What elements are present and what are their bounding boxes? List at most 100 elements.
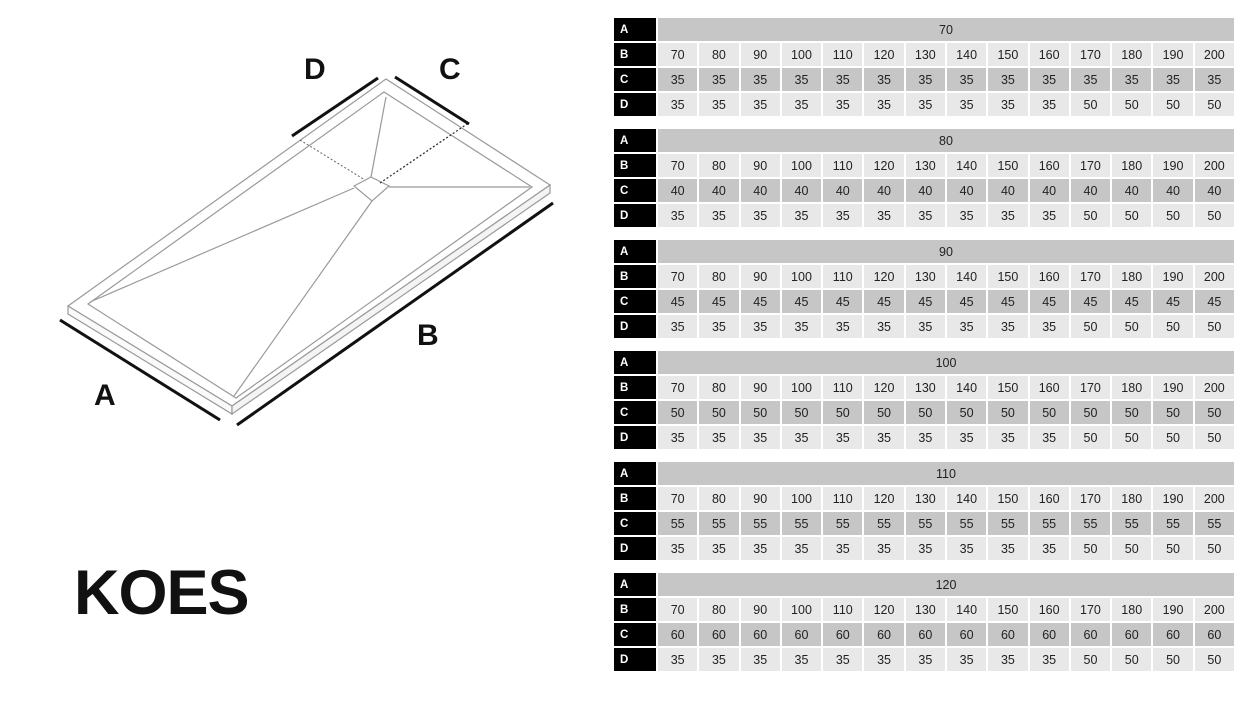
dimension-label-c: C: [439, 53, 461, 86]
row-label-a: A: [614, 573, 656, 598]
table-cell-d: 50: [1194, 537, 1234, 562]
table-cell-c: 35: [946, 68, 987, 93]
table-cell-b: 90: [740, 154, 780, 179]
table-cell-c: 35: [740, 68, 780, 93]
table-cell-d: 35: [699, 93, 739, 118]
table-cell-c: 35: [1194, 68, 1234, 93]
table-cell-b: 80: [699, 43, 739, 68]
table-cell-d: 50: [1153, 426, 1193, 451]
width-a-value: 70: [658, 18, 1234, 43]
table-cell-b: 180: [1112, 154, 1152, 179]
table-cell-c: 45: [905, 290, 945, 315]
table-cell-c: 55: [781, 512, 822, 537]
table-cell-c: 60: [781, 623, 822, 648]
table-cell-b: 190: [1153, 154, 1193, 179]
table-cell-d: 35: [740, 426, 780, 451]
table-cell-c: 50: [699, 401, 739, 426]
row-label-a: A: [614, 18, 656, 43]
table-cell-d: 50: [1153, 93, 1193, 118]
table-cell-b: 170: [1070, 487, 1111, 512]
table-cell-d: 35: [658, 648, 698, 673]
table-cell-d: 50: [1194, 204, 1234, 229]
table-cell-c: 45: [946, 290, 987, 315]
table-cell-c: 50: [1029, 401, 1069, 426]
table-cell-c: 60: [1194, 623, 1234, 648]
table-cell-b: 110: [823, 376, 863, 401]
table-cell-d: 50: [1153, 537, 1193, 562]
table-cell-c: 35: [864, 68, 904, 93]
table-cell-b: 120: [864, 487, 904, 512]
table-cell-d: 50: [1153, 648, 1193, 673]
table-cell-b: 70: [658, 43, 698, 68]
table-cell-d: 35: [740, 93, 780, 118]
table-cell-d: 35: [946, 93, 987, 118]
table-cell-b: 80: [699, 376, 739, 401]
table-cell-b: 70: [658, 487, 698, 512]
table-cell-b: 190: [1153, 376, 1193, 401]
table-cell-c: 55: [1194, 512, 1234, 537]
table-cell-d: 35: [823, 315, 863, 340]
table-cell-b: 80: [699, 154, 739, 179]
table-cell-b: 80: [699, 265, 739, 290]
row-label-d: D: [614, 426, 656, 451]
table-cell-b: 200: [1194, 43, 1234, 68]
table-cell-d: 50: [1070, 426, 1111, 451]
table-cell-d: 50: [1194, 93, 1234, 118]
table-cell-b: 160: [1029, 154, 1069, 179]
table-cell-d: 35: [823, 204, 863, 229]
table-cell-c: 60: [823, 623, 863, 648]
table-cell-b: 160: [1029, 487, 1069, 512]
table-cell-c: 55: [699, 512, 739, 537]
table-cell-b: 150: [988, 154, 1028, 179]
table-cell-c: 60: [658, 623, 698, 648]
table-cell-d: 50: [1112, 537, 1152, 562]
table-cell-b: 90: [740, 265, 780, 290]
table-cell-d: 35: [658, 204, 698, 229]
table-cell-c: 50: [1070, 401, 1111, 426]
table-cell-b: 180: [1112, 598, 1152, 623]
row-label-b: B: [614, 154, 656, 179]
table-cell-c: 45: [823, 290, 863, 315]
table-cell-b: 150: [988, 487, 1028, 512]
table-cell-b: 150: [988, 43, 1028, 68]
shower-tray-diagram: D C B A: [59, 53, 554, 427]
width-a-value: 110: [658, 462, 1234, 487]
table-cell-d: 35: [864, 426, 904, 451]
table-cell-d: 35: [864, 648, 904, 673]
table-cell-d: 35: [781, 315, 822, 340]
table-cell-d: 50: [1112, 315, 1152, 340]
row-label-d: D: [614, 648, 656, 673]
table-cell-b: 120: [864, 265, 904, 290]
table-cell-b: 150: [988, 376, 1028, 401]
table-cell-d: 35: [1029, 315, 1069, 340]
table-cell-d: 35: [740, 204, 780, 229]
table-cell-c: 35: [1029, 68, 1069, 93]
table-cell-d: 50: [1070, 93, 1111, 118]
table-cell-b: 90: [740, 598, 780, 623]
table-cell-c: 35: [1112, 68, 1152, 93]
table-cell-d: 35: [864, 93, 904, 118]
dimension-line-a: [59, 318, 221, 422]
table-cell-b: 150: [988, 598, 1028, 623]
table-cell-b: 130: [905, 598, 945, 623]
table-cell-d: 35: [864, 537, 904, 562]
table-cell-b: 140: [946, 154, 987, 179]
row-label-c: C: [614, 68, 656, 93]
table-cell-c: 45: [1029, 290, 1069, 315]
table-cell-d: 35: [905, 93, 945, 118]
row-label-b: B: [614, 265, 656, 290]
table-cell-d: 35: [988, 648, 1028, 673]
table-cell-c: 55: [740, 512, 780, 537]
table-cell-b: 90: [740, 43, 780, 68]
table-cell-c: 50: [781, 401, 822, 426]
table-cell-c: 35: [1070, 68, 1111, 93]
table-cell-d: 50: [1194, 648, 1234, 673]
table-cell-b: 120: [864, 43, 904, 68]
table-cell-b: 200: [1194, 487, 1234, 512]
table-cell-d: 35: [823, 537, 863, 562]
